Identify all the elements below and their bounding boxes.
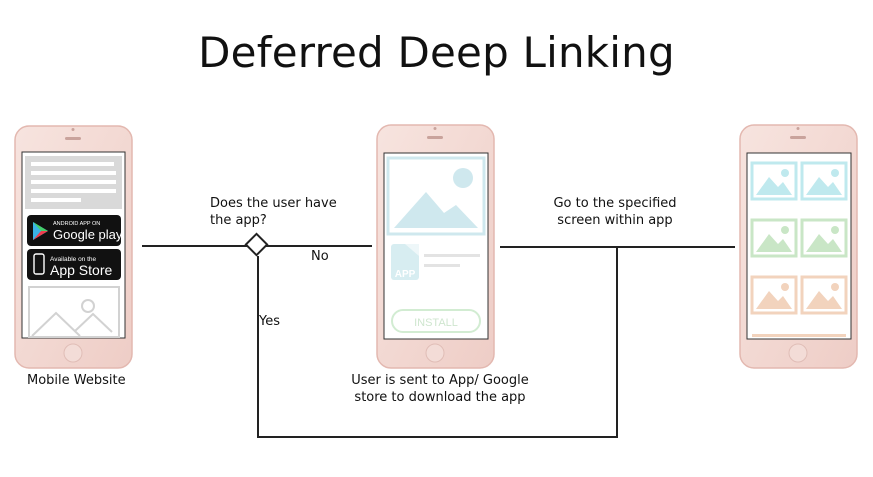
caption-mobile-website: Mobile Website <box>27 373 126 388</box>
decision-question: Does the user have the app? <box>210 195 337 229</box>
install-button[interactable] <box>391 309 481 333</box>
image-tile-grid <box>750 161 848 337</box>
caption-app-store: User is sent to App/ Google store to dow… <box>330 372 550 406</box>
google-badge-main-text: Google play <box>53 227 123 242</box>
label-yes: Yes <box>259 314 280 329</box>
apple-badge-small-text: Available on the <box>50 256 97 263</box>
image-tile-icon <box>800 275 848 315</box>
destination-label-line2: screen within app <box>557 213 673 228</box>
install-button-label: INSTALL <box>414 317 458 329</box>
decision-question-line2: the app? <box>210 213 267 228</box>
caption-app-store-line2: store to download the app <box>354 390 526 405</box>
phone-app-screen <box>739 124 858 369</box>
image-tile-icon <box>800 161 848 201</box>
page-title: Deferred Deep Linking <box>198 28 675 77</box>
decision-question-line1: Does the user have <box>210 196 337 211</box>
image-tile-icon <box>750 218 798 258</box>
destination-label: Go to the specified screen within app <box>540 195 690 229</box>
caption-app-store-line1: User is sent to App/ Google <box>351 373 529 388</box>
image-tile-icon <box>750 275 798 315</box>
apple-badge-main-text: App Store <box>50 262 112 278</box>
app-store-badge[interactable] <box>27 249 121 280</box>
image-tile-icon <box>750 161 798 201</box>
phone-camera <box>71 128 75 131</box>
play-triangle-icon <box>33 222 48 240</box>
label-no: No <box>311 249 329 264</box>
google-badge-small-text: ANDROID APP ON <box>53 221 100 227</box>
app-file-icon <box>391 244 419 280</box>
phone-home-button <box>788 343 808 363</box>
destination-label-line1: Go to the specified <box>553 196 677 211</box>
image-tile-partial <box>752 334 846 337</box>
decision-diamond <box>244 232 269 257</box>
google-play-badge[interactable] <box>27 215 121 246</box>
image-placeholder-icon <box>28 286 120 338</box>
iphone-icon <box>33 253 45 275</box>
app-icon-label: APP <box>395 269 416 280</box>
phone-app-store: APP INSTALL <box>376 124 495 369</box>
phone-home-button <box>63 343 83 363</box>
phone-home-button <box>425 343 445 363</box>
image-tile-icon <box>800 218 848 258</box>
line-yes-path <box>257 247 618 438</box>
phone-mobile-website: ANDROID APP ON Google play Available on … <box>14 125 133 369</box>
phone-speaker <box>65 137 81 140</box>
